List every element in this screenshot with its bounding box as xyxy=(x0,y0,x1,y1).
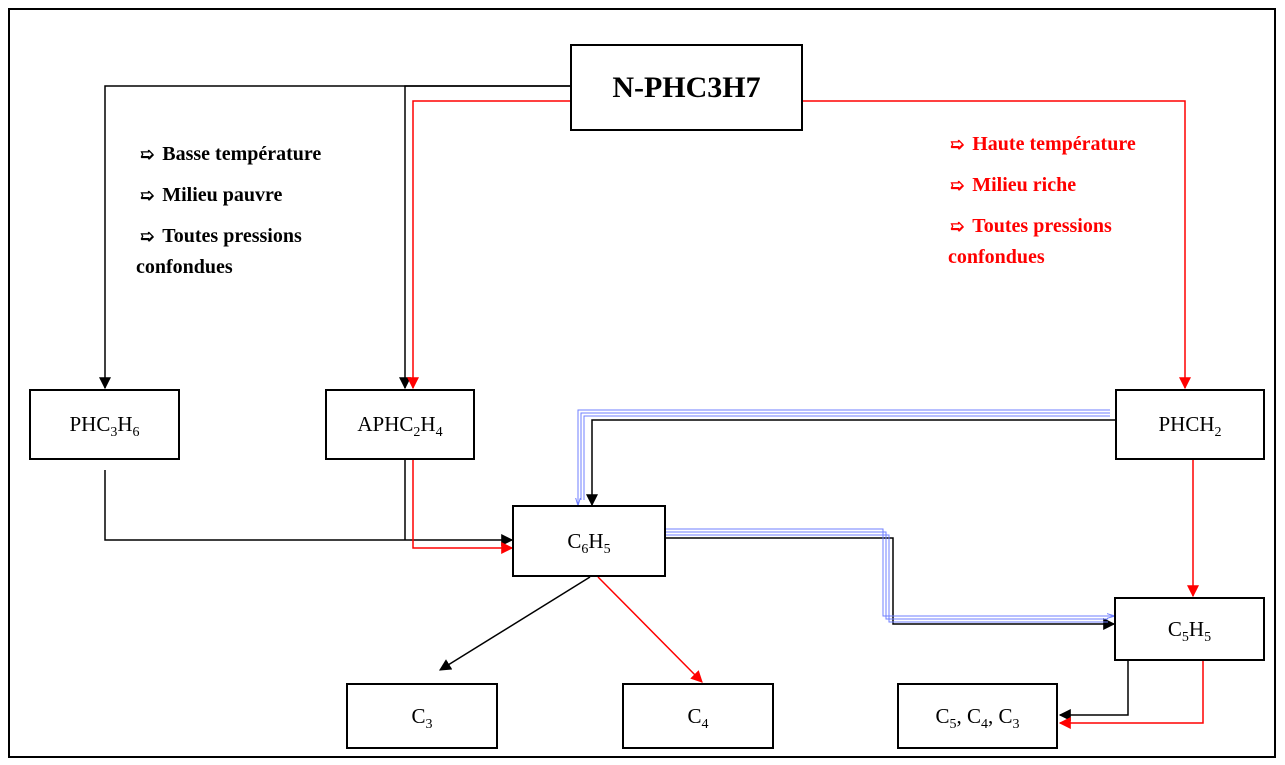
edge-root-to-aphc2h4-red xyxy=(407,100,570,390)
pointing-arrow-icon: ➯ xyxy=(140,145,155,164)
edge-c5h5-to-c543 xyxy=(1058,660,1129,721)
node-c6h5-label: C6H5 xyxy=(567,528,611,557)
edge-c6h5-to-c5h5-blue xyxy=(665,528,1114,616)
condition-left-1: ➯Basse température xyxy=(140,139,321,170)
condition-right-2: ➯Milieu riche xyxy=(950,170,1136,201)
edge-phch2-to-c6h5-blue xyxy=(578,409,1110,505)
node-phc3h6-label: PHC3H6 xyxy=(69,412,140,440)
conditions-left: ➯Basse température ➯Milieu pauvre ➯Toute… xyxy=(136,139,321,282)
node-c3-label: C3 xyxy=(411,703,433,732)
condition-right-3: ➯Toutes pressions xyxy=(950,211,1136,242)
node-phch2: PHCH2 xyxy=(1115,389,1265,460)
node-n-phc3h7-label: N-PHC3H7 xyxy=(612,70,761,104)
condition-right-3-continuation: confondues xyxy=(948,246,1045,268)
node-c6h5: C6H5 xyxy=(512,505,666,577)
node-c4-label: C4 xyxy=(687,703,709,732)
edge-phc3h6-to-c6h5 xyxy=(104,470,514,546)
diagram-frame xyxy=(8,8,1276,758)
edge-root-to-phch2-red xyxy=(803,100,1191,390)
edge-c6h5-to-c5h5 xyxy=(665,537,1116,630)
edge-c6h5-to-c3 xyxy=(438,576,591,671)
pointing-arrow-icon: ➯ xyxy=(950,176,965,195)
pointing-arrow-icon: ➯ xyxy=(950,217,965,236)
node-aphc2h4-label: APHC2H4 xyxy=(357,412,443,440)
condition-left-2: ➯Milieu pauvre xyxy=(140,180,321,211)
node-c3: C3 xyxy=(346,683,498,749)
condition-left-3-continuation: confondues xyxy=(136,256,233,278)
node-c5-c4-c3-label: C5, C4, C3 xyxy=(935,703,1020,732)
pointing-arrow-icon: ➯ xyxy=(140,227,155,246)
pointing-arrow-icon: ➯ xyxy=(950,135,965,154)
node-c5h5: C5H5 xyxy=(1114,597,1265,661)
edge-root-to-aphc2h4 xyxy=(399,85,570,390)
condition-left-3: ➯Toutes pressions xyxy=(140,221,321,252)
node-phch2-label: PHCH2 xyxy=(1158,412,1222,440)
edge-c6h5-to-c4-red xyxy=(597,576,703,683)
edge-phch2-to-c6h5 xyxy=(586,419,1115,507)
conditions-right: ➯Haute température ➯Milieu riche ➯Toutes… xyxy=(948,129,1136,272)
pointing-arrow-icon: ➯ xyxy=(140,186,155,205)
node-aphc2h4: APHC2H4 xyxy=(325,389,475,460)
node-c4: C4 xyxy=(622,683,774,749)
node-c5h5-label: C5H5 xyxy=(1167,616,1212,645)
node-c5-c4-c3: C5, C4, C3 xyxy=(897,683,1058,749)
condition-right-1: ➯Haute température xyxy=(950,129,1136,160)
node-phc3h6: PHC3H6 xyxy=(29,389,180,460)
edge-c5h5-to-c543-red xyxy=(1058,660,1204,729)
edge-aphc2h4-to-c6h5-red xyxy=(412,460,514,554)
node-n-phc3h7: N-PHC3H7 xyxy=(570,44,803,131)
